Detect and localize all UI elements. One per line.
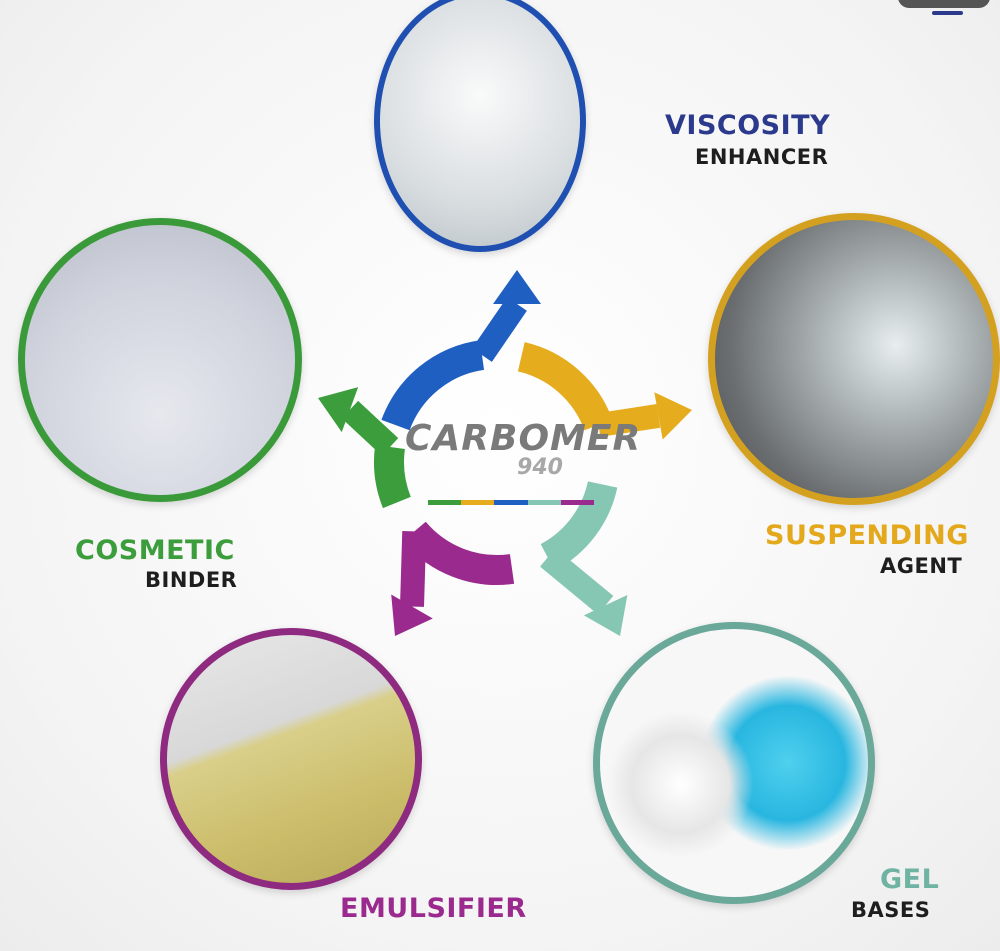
arrowhead-viscosity-icon xyxy=(493,270,541,304)
arrow-stem-gel xyxy=(540,548,614,615)
arc-cosmetic xyxy=(374,444,411,509)
brand-logo-underline xyxy=(932,11,963,15)
stripe-segment xyxy=(461,500,495,505)
photo-suspending-gel-on-spatula xyxy=(708,213,1000,505)
product-name: CARBOMER xyxy=(405,418,642,459)
arrowhead-emulsifier-icon xyxy=(391,594,433,636)
label-viscosity: VISCOSITY xyxy=(665,110,831,141)
arrow-stem-viscosity xyxy=(472,297,527,362)
arc-viscosity xyxy=(381,340,485,431)
arrowhead-cosmetic-icon xyxy=(318,387,359,433)
arrow-stem-cosmetic xyxy=(341,400,399,456)
product-number: 940 xyxy=(517,455,563,480)
photo-cosmetic-pouring-dish xyxy=(18,218,302,502)
arrowhead-gel-icon xyxy=(583,595,628,636)
arc-gel xyxy=(540,480,618,571)
brand-logo xyxy=(898,0,990,8)
label-emulsifier: EMULSIFIER xyxy=(340,893,527,924)
arrowhead-suspending-icon xyxy=(654,392,692,440)
arrow-stem-emulsifier xyxy=(400,531,427,607)
label-binder: BINDER xyxy=(145,568,238,592)
arc-suspending xyxy=(517,342,613,431)
stripe-segment xyxy=(527,500,561,505)
arc-emulsifier xyxy=(402,521,515,585)
photo-viscosity-pouring-liquid xyxy=(374,0,586,252)
label-bases: BASES xyxy=(851,898,931,922)
center-title: CARBOMER 940 xyxy=(405,418,642,480)
arrow-stem-suspending xyxy=(596,404,661,437)
stripe-segment xyxy=(494,500,528,505)
color-stripe xyxy=(428,500,595,505)
label-agent: AGENT xyxy=(880,554,963,578)
label-enhancer: ENHANCER xyxy=(695,145,829,169)
label-gel: GEL xyxy=(880,864,940,895)
stripe-segment xyxy=(560,500,595,505)
photo-emulsifier-oil-bubbles xyxy=(160,628,422,890)
photo-gel-bases-powder-and-blue-gel xyxy=(593,622,875,904)
stripe-segment xyxy=(428,500,462,505)
label-cosmetic: COSMETIC xyxy=(75,535,235,566)
label-suspending: SUSPENDING xyxy=(765,520,969,551)
